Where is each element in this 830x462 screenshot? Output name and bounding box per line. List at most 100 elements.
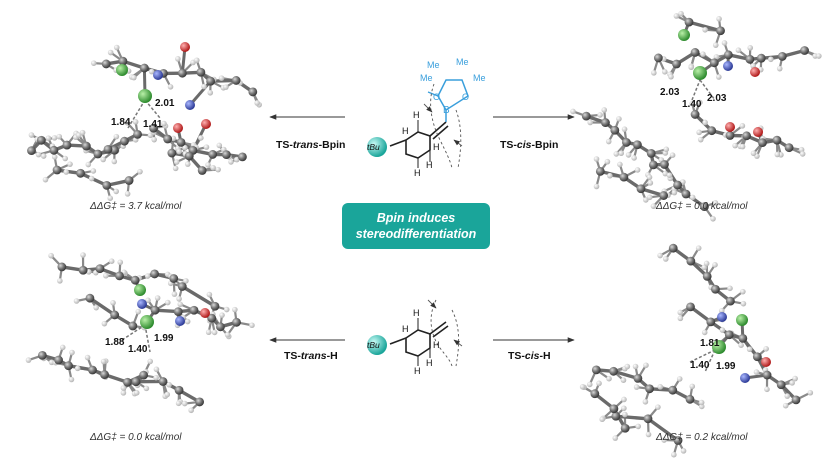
hydrogen-atom: [703, 260, 710, 267]
hydrogen-atom: [51, 154, 58, 160]
carbon-atom: [124, 176, 134, 185]
carbon-atom: [62, 140, 72, 150]
hydrogen-atom: [698, 399, 705, 406]
energy-trans-h: ΔΔG‡ = 0.0 kcal/mol: [90, 432, 182, 443]
hydrogen-atom: [205, 162, 211, 168]
hydrogen-atom: [198, 135, 204, 141]
carbon-atom: [791, 395, 801, 405]
hydrogen-atom: [712, 200, 719, 206]
hydrogen-atom: [596, 380, 602, 387]
carbon-atom: [27, 146, 36, 156]
oxygen-label: O: [433, 92, 440, 102]
hydrogen-atom: [740, 300, 747, 307]
hydrogen-atom: [807, 389, 814, 396]
hydrogen-atom: [646, 174, 653, 181]
hydrogen-atom: [103, 272, 109, 279]
hydrogen-atom: [620, 377, 627, 383]
carbon-atom: [238, 152, 247, 162]
carbon-atom: [690, 48, 700, 57]
distance-label: 1.40: [128, 344, 148, 355]
carbon-atom: [100, 370, 109, 379]
hydrogen-atom: [747, 45, 754, 51]
carbon-atom: [725, 131, 735, 140]
hydrogen-atom: [132, 119, 139, 125]
hydrogen-atom: [695, 245, 702, 251]
hydrogen-atom: [79, 129, 86, 136]
chlorine-atom: [116, 64, 128, 76]
carbon-atom: [700, 202, 709, 212]
label-ts-trans-bpin: TS-trans-Bpin: [276, 139, 346, 151]
label-ts-cis-bpin: TS-cis-Bpin: [500, 139, 559, 151]
hydrogen-atom: [688, 64, 694, 71]
h-label: H: [402, 324, 409, 334]
distance-label: 1.84: [111, 117, 131, 128]
nitrogen-atom: [153, 70, 163, 80]
hydrogen-atom: [689, 194, 696, 201]
hydrogen-atom: [84, 354, 91, 361]
hydrogen-atom: [701, 329, 708, 336]
carbon-atom: [123, 377, 132, 387]
oxygen-atom: [761, 357, 771, 367]
hydrogen-atom: [90, 168, 97, 174]
distance-label: 2.03: [707, 93, 727, 104]
hydrogen-atom: [153, 374, 159, 381]
carbon-atom: [88, 365, 97, 375]
hydrogen-atom: [193, 57, 200, 64]
hydrogen-atom: [570, 108, 576, 115]
carbon-atom: [758, 138, 767, 148]
distance-label: 1.40: [690, 360, 710, 371]
carbon-atom: [195, 397, 205, 407]
carbon-atom: [762, 370, 772, 380]
hydrogen-atom: [211, 329, 218, 336]
carbon-atom: [601, 118, 610, 127]
hydrogen-atom: [108, 258, 115, 265]
carbon-atom: [49, 145, 59, 155]
hydrogen-atom: [605, 138, 612, 145]
carbon-atom: [745, 54, 755, 64]
hydrogen-atom: [90, 60, 97, 66]
hydrogen-atom: [768, 56, 774, 63]
hydrogen-atom: [133, 390, 140, 396]
hydrogen-atom: [167, 84, 174, 90]
hydrogen-atom: [716, 74, 722, 80]
hydrogen-atom: [88, 175, 95, 182]
hydrogen-atom: [69, 349, 75, 356]
carbon-atom: [150, 305, 160, 315]
hydrogen-atom: [632, 363, 639, 370]
hydrogen-atom: [677, 309, 684, 316]
carbon-atom: [643, 414, 653, 424]
carbon-atom: [150, 269, 159, 279]
carbon-atom: [54, 355, 63, 365]
hydrogen-atom: [625, 152, 632, 158]
carbon-atom: [133, 129, 142, 139]
carbon-atom: [216, 322, 225, 332]
hydrogen-atom: [120, 385, 127, 391]
hydrogen-atom: [621, 405, 627, 412]
hydrogen-atom: [689, 383, 696, 390]
carbon-atom: [590, 389, 600, 399]
h-label: H: [433, 142, 440, 152]
hydrogen-atom: [657, 384, 664, 390]
hydrogen-atom: [764, 386, 770, 393]
stereodifferentiation-callout: Bpin induces stereodifferentiation: [342, 203, 490, 249]
hydrogen-atom: [62, 155, 68, 162]
methyl-label: Me: [427, 60, 440, 70]
carbon-atom: [232, 317, 241, 327]
carbon-atom: [776, 380, 786, 390]
carbon-atom: [619, 172, 629, 182]
hydrogen-atom: [799, 151, 806, 157]
carbon-atom: [633, 140, 642, 150]
hydrogen-atom: [647, 180, 654, 186]
carbon-atom: [131, 377, 141, 387]
tbu-label: tBu: [367, 340, 380, 350]
oxygen-atom: [200, 308, 210, 318]
carbon-atom: [646, 148, 656, 158]
hydrogen-atom: [713, 54, 720, 60]
hydrogen-atom: [616, 116, 622, 122]
carbon-atom: [611, 411, 621, 421]
carbon-atom: [610, 125, 620, 135]
hydrogen-atom: [93, 304, 99, 311]
carbon-atom: [169, 274, 179, 283]
label-ts-trans-h: TS-trans-H: [284, 350, 338, 362]
